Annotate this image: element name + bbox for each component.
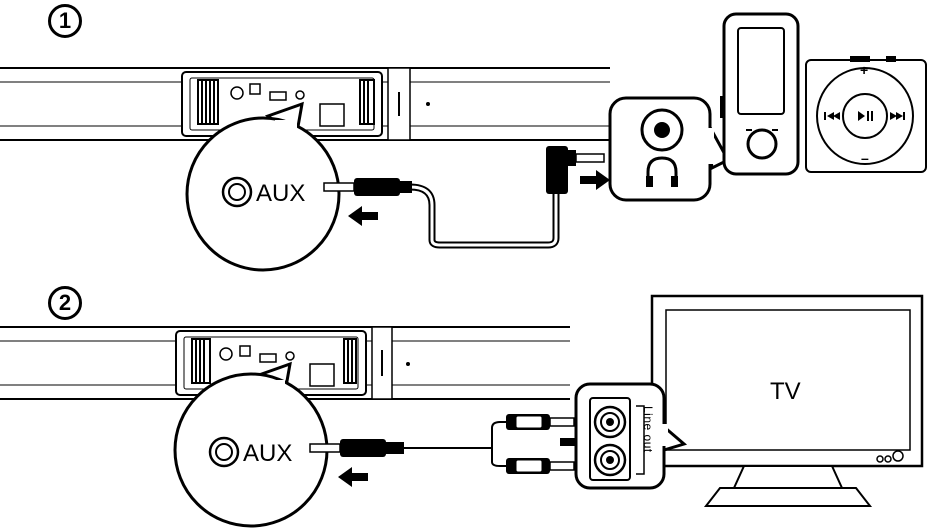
aux-jack-2 — [208, 436, 240, 468]
headphone-icon — [646, 156, 678, 187]
aux-label-2: AUX — [243, 440, 293, 467]
step-2-badge: 2 — [48, 286, 82, 320]
next-track-icon — [890, 112, 905, 120]
volume-minus-label: – — [861, 150, 869, 166]
volume-plus-label: + — [860, 62, 869, 78]
line-out-callout — [574, 382, 688, 490]
aux-label-1: AUX — [256, 180, 306, 207]
aux-cable-1 — [323, 146, 605, 249]
tv-label: TV — [770, 378, 801, 405]
aux-callout-2 — [173, 361, 329, 528]
soundbar-rear-1 — [0, 67, 610, 141]
arrow-icon — [348, 206, 378, 226]
line-out-label: Line out — [641, 406, 655, 453]
step-1-badge: 1 — [48, 4, 82, 38]
media-player-tall — [720, 12, 800, 176]
tv — [650, 294, 924, 507]
aux-rca-cable — [309, 414, 575, 474]
aux-callout-1 — [185, 101, 341, 272]
aux-jack-1 — [221, 176, 253, 208]
previous-track-icon — [824, 112, 840, 120]
play-pause-icon — [858, 111, 873, 121]
arrow-icon — [580, 170, 610, 190]
headphone-jack-callout — [608, 96, 731, 202]
media-player-shuffle — [805, 56, 927, 173]
arrow-icon — [338, 467, 368, 487]
